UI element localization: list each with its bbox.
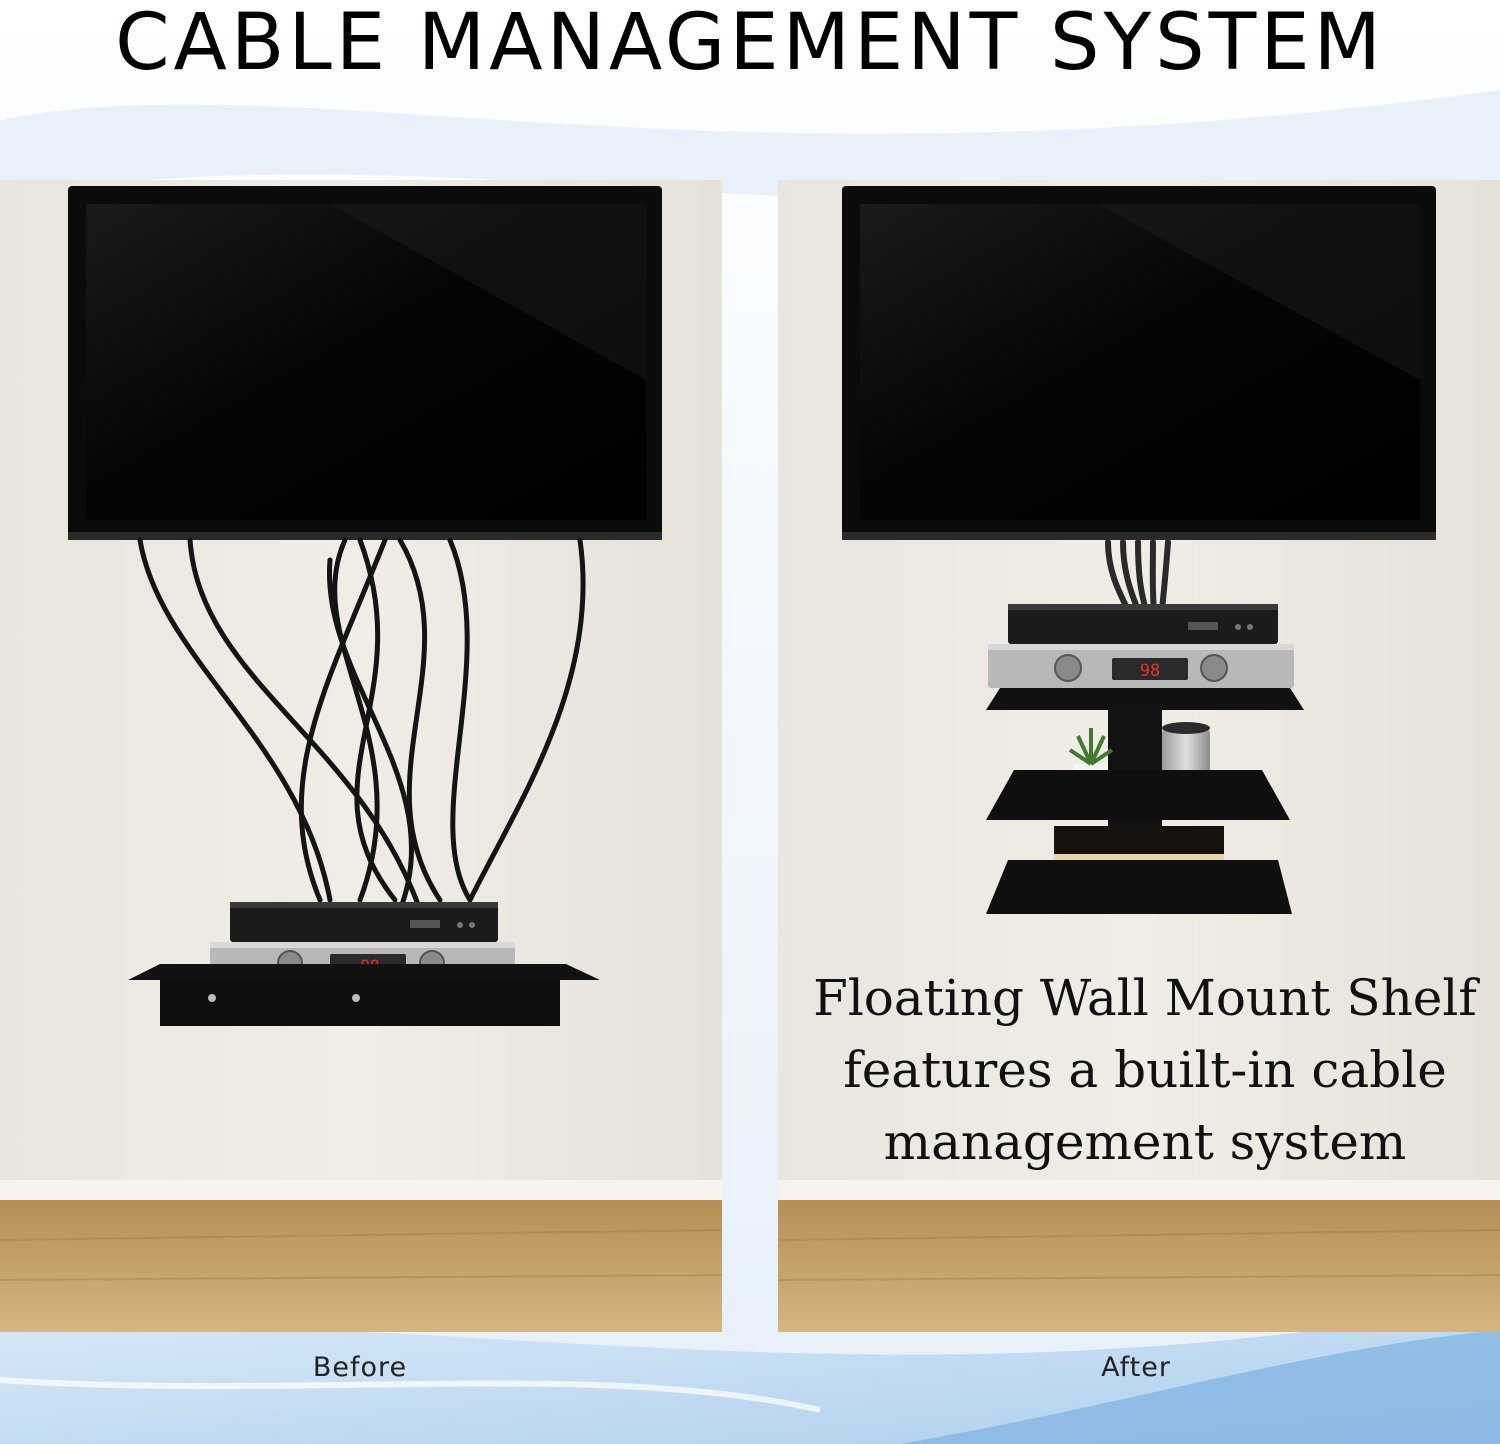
after-label: After bbox=[1101, 1352, 1171, 1383]
before-cables bbox=[137, 537, 586, 913]
after-tv bbox=[842, 186, 1436, 540]
after-panel: 98 bbox=[778, 180, 1500, 1332]
after-scene: 98 bbox=[778, 180, 1500, 1332]
caption-line-2: features a built-in cable bbox=[843, 1041, 1447, 1099]
after-shelf-bottom bbox=[986, 860, 1292, 914]
before-shelf bbox=[128, 964, 600, 1026]
product-caption: Floating Wall Mount Shelf features a bui… bbox=[790, 962, 1500, 1182]
after-shelf-top bbox=[986, 688, 1304, 710]
after-receiver bbox=[988, 644, 1294, 688]
caption-line-1: Floating Wall Mount Shelf bbox=[813, 969, 1477, 1027]
after-receiver-display: 98 bbox=[1140, 661, 1160, 681]
before-blu-ray-player bbox=[230, 902, 498, 942]
caption-line-3: management system bbox=[883, 1113, 1407, 1171]
page-title: CABLE MANAGEMENT SYSTEM bbox=[115, 0, 1385, 88]
after-shelf-middle bbox=[986, 770, 1290, 820]
before-label: Before bbox=[312, 1352, 408, 1383]
before-tv bbox=[68, 186, 662, 540]
before-scene: 98 bbox=[0, 180, 722, 1332]
after-blu-ray-player bbox=[1008, 604, 1278, 644]
before-panel: 98 bbox=[0, 180, 722, 1332]
